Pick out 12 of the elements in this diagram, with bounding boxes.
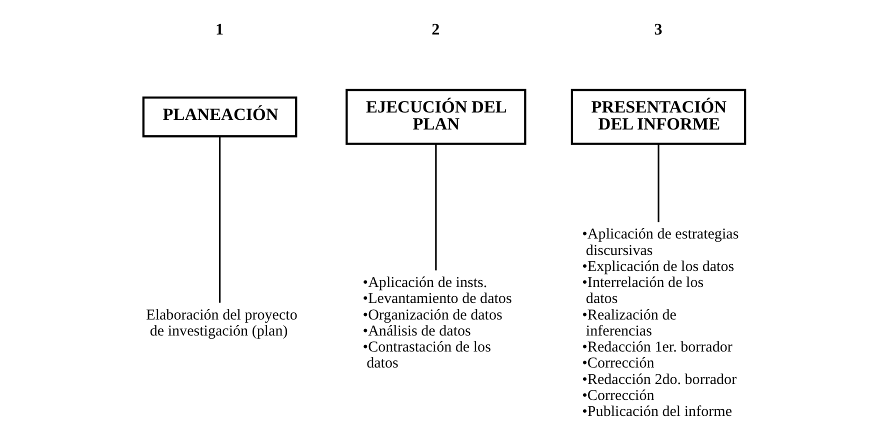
node-box: EJECUCIÓN DEL PLAN — [346, 88, 526, 145]
node-text: •Aplicación de estrategias discursivas •Explicación de los datos •Interrelación de los datos •Realización de inferencias •Redacción 1er. borrador •Corrección •Redacción 2do. borrador •Corrección •Publicación del informe — [582, 226, 739, 420]
connector — [218, 136, 221, 303]
node-box: PLANEACIÓN — [142, 96, 298, 138]
node-label: 2 — [432, 22, 440, 39]
node-text: •Aplicación de insts. •Levantamiento de datos •Organización de datos •Análisis de datos •Contrastación de los datos — [362, 275, 512, 372]
node-box: PRESENTACIÓN DEL INFORME — [570, 88, 746, 145]
connector — [435, 144, 437, 270]
connector — [658, 144, 660, 222]
node-text: Elaboración del proyecto de investigación (plan) — [146, 307, 298, 340]
node-label: 1 — [215, 22, 224, 39]
node-label: 3 — [654, 22, 662, 39]
